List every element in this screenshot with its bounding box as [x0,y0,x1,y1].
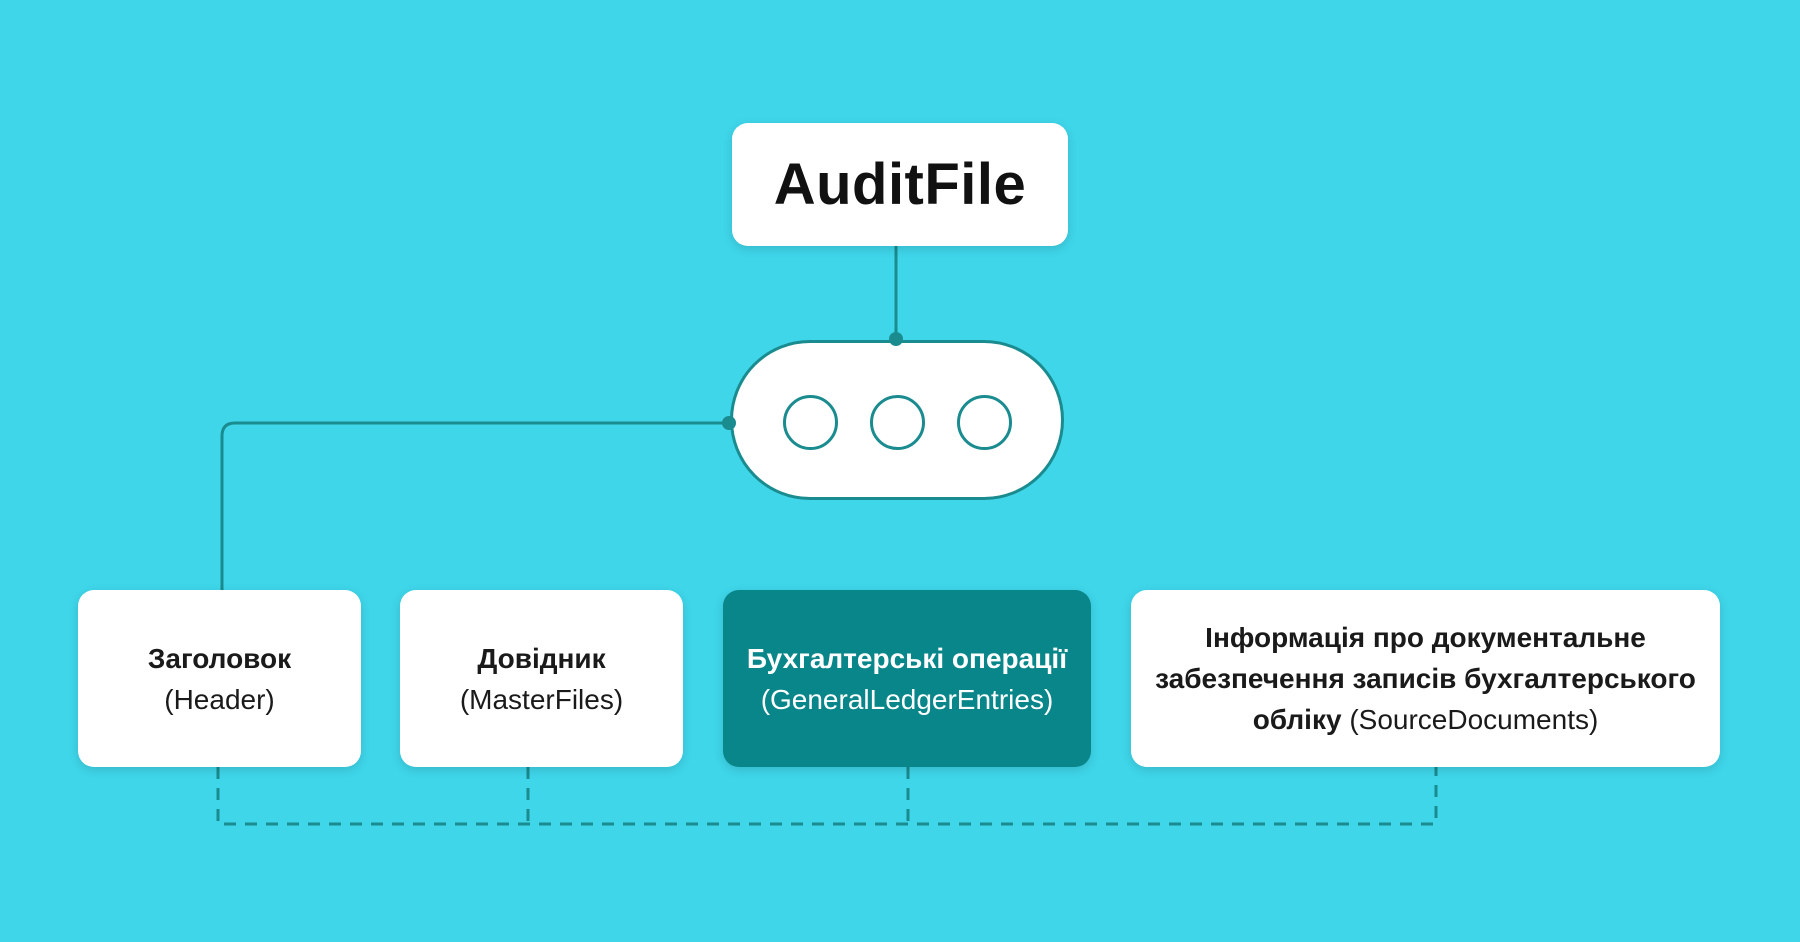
sequence-to-header-line [220,421,730,590]
child-card-last-line: обліку (SourceDocuments) [1155,699,1696,740]
root-element-box: AuditFile [732,123,1068,246]
child-card-title-line: обліку [1252,704,1342,735]
child-card-source-documents: Інформація про документальне забезпеченн… [1131,590,1720,767]
child-card-masterfiles: Довідник (MasterFiles) [400,590,683,767]
child-card-text: Заголовок (Header) [148,638,291,720]
connector-dot-icon [889,332,903,346]
child-card-title: Довідник [477,642,606,674]
child-card-subtitle: (MasterFiles) [459,683,624,715]
child-card-title: Заголовок [147,642,292,674]
child-card-subtitle: (SourceDocuments) [1349,704,1599,735]
sequence-circle-icon [957,395,1012,450]
sequence-circle-icon [870,395,925,450]
child-card-text: Бухгалтерські операції (GeneralLedgerEnt… [747,638,1067,720]
child-card-general-ledger-entries: Бухгалтерські операції (GeneralLedgerEnt… [723,590,1091,767]
connector-dot-icon [722,416,736,430]
child-card-text: Інформація про документальне забезпеченн… [1155,617,1696,740]
sequence-circle-icon [783,395,838,450]
child-card-title-line: забезпечення записів бухгалтерського [1155,663,1696,694]
child-card-title-line: Інформація про документальне [1205,622,1646,653]
root-element-title: AuditFile [773,152,1027,217]
dashed-bracket-line [216,767,1438,826]
child-card-subtitle: (Header) [164,683,275,715]
child-card-header: Заголовок (Header) [78,590,361,767]
child-card-title: Бухгалтерські операції [746,642,1068,674]
child-card-subtitle: (GeneralLedgerEntries) [760,683,1054,715]
child-card-text: Довідник (MasterFiles) [460,638,623,720]
sequence-compositor-icon [730,340,1064,500]
